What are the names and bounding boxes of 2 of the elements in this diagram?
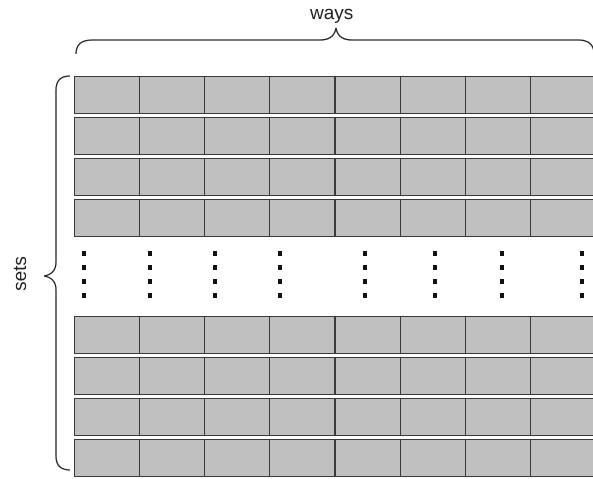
axis-label: ways — [310, 4, 354, 23]
axis-label: sets — [10, 256, 30, 291]
